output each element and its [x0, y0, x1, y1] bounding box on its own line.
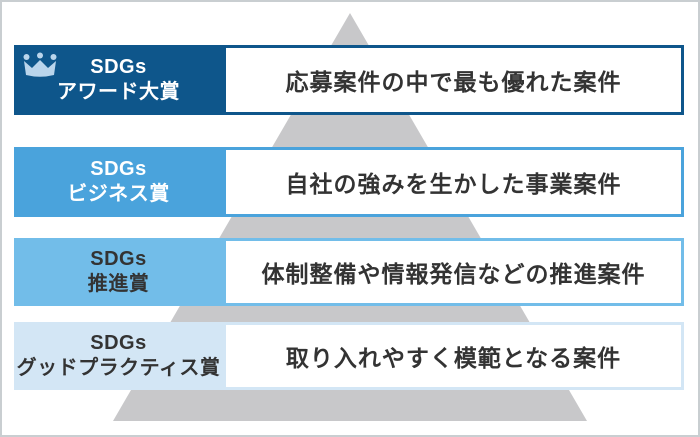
award-tier-row-good-practice: SDGs グッドプラクティス賞 取り入れやすく模範となる案件 [14, 322, 684, 390]
award-tier-label-line1: SDGs [90, 158, 147, 180]
award-tier-label: SDGs アワード大賞 [14, 45, 223, 115]
award-tier-description-box: 取り入れやすく模範となる案件 [223, 322, 684, 390]
award-tier-description: 応募案件の中で最も優れた案件 [285, 69, 622, 95]
award-tier-label: SDGs 推進賞 [14, 238, 223, 306]
award-tier-row-business: SDGs ビジネス賞 自社の強みを生かした事業案件 [14, 147, 684, 217]
award-tier-label-line2: アワード大賞 [57, 81, 180, 103]
award-tier-label: SDGs ビジネス賞 [14, 147, 223, 217]
award-tier-label-line1: SDGs [90, 248, 147, 270]
award-tier-description-box: 体制整備や情報発信などの推進案件 [223, 238, 684, 306]
award-tier-row-promotion: SDGs 推進賞 体制整備や情報発信などの推進案件 [14, 238, 684, 306]
award-tier-label: SDGs グッドプラクティス賞 [14, 322, 223, 390]
award-tier-label-line2: ビジネス賞 [67, 183, 170, 205]
award-tier-description: 体制整備や情報発信などの推進案件 [261, 261, 646, 287]
award-tier-description: 自社の強みを生かした事業案件 [285, 171, 622, 197]
crown-icon [22, 51, 58, 81]
award-tier-label-line2: グッドプラクティス賞 [16, 357, 221, 379]
award-tier-label-line1: SDGs [90, 332, 147, 354]
award-tier-description-box: 自社の強みを生かした事業案件 [223, 147, 684, 217]
award-tier-label-line2: 推進賞 [87, 273, 150, 295]
award-tier-description: 取り入れやすく模範となる案件 [285, 345, 622, 371]
award-tier-label-line1: SDGs [90, 56, 147, 78]
award-tier-row-grand-prize: SDGs アワード大賞 応募案件の中で最も優れた案件 [14, 45, 684, 115]
award-tier-description-box: 応募案件の中で最も優れた案件 [223, 45, 684, 115]
